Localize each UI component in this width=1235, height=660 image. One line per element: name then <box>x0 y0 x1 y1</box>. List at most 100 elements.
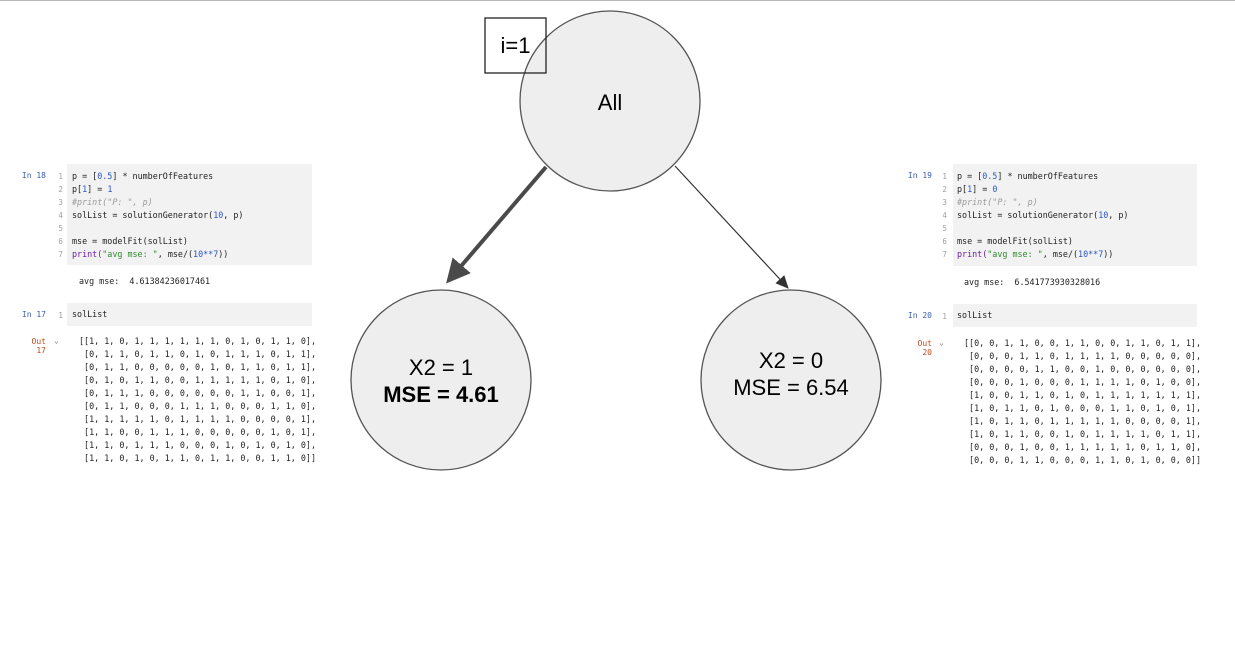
left-child-mse: MSE = 4.61 <box>383 382 499 407</box>
output-array-row: [0, 0, 0, 0, 1, 1, 0, 0, 1, 0, 0, 0, 0, … <box>964 364 1201 374</box>
output-array-row: [1, 1, 0, 1, 1, 1, 0, 0, 0, 1, 0, 1, 0, … <box>79 440 316 450</box>
cell-output-text: avg mse: 6.541773930328016 <box>964 277 1101 287</box>
code-token: print( <box>72 249 103 259</box>
line-number: 5 <box>58 224 63 233</box>
right-child-condition: X2 = 0 <box>759 348 823 373</box>
output-array-row: [1, 0, 1, 1, 0, 0, 1, 0, 1, 1, 1, 1, 0, … <box>964 429 1201 439</box>
output-array-row: [0, 1, 1, 0, 0, 0, 1, 1, 1, 0, 0, 0, 1, … <box>79 401 316 411</box>
line-number: 3 <box>58 198 63 207</box>
code-token: 1 <box>107 184 113 194</box>
line-number: 1 <box>942 172 947 181</box>
output-array-row: [[1, 1, 0, 1, 1, 1, 1, 1, 1, 0, 1, 0, 1,… <box>79 336 316 346</box>
root-node-label: All <box>598 90 622 115</box>
output-array-row: [0, 1, 1, 0, 1, 1, 0, 1, 0, 1, 1, 1, 0, … <box>79 349 316 359</box>
output-array-row: [1, 0, 1, 1, 0, 1, 1, 1, 1, 1, 0, 0, 0, … <box>964 416 1201 426</box>
code-token: 10 <box>213 210 224 220</box>
output-array-row: [0, 1, 1, 0, 0, 0, 0, 0, 1, 0, 1, 1, 0, … <box>79 362 316 372</box>
output-prompt: Out 17 <box>31 337 46 355</box>
cell-prompt: In 18 <box>21 171 46 180</box>
cell-output-text: avg mse: 4.61384236017461 <box>79 276 211 286</box>
output-array-row: [[0, 0, 1, 1, 0, 0, 1, 1, 0, 0, 1, 1, 0,… <box>964 338 1201 348</box>
code-token: )) <box>218 249 229 259</box>
code-token: 0.5 <box>97 171 113 181</box>
code-line: mse = modelFit(solList) <box>72 236 188 246</box>
line-number: 5 <box>942 224 947 233</box>
code-token: , p) <box>1108 210 1129 220</box>
collapse-chevron-icon[interactable]: ⌄ <box>54 336 59 345</box>
code-token: ] = <box>87 184 108 194</box>
output-array-row: [0, 0, 0, 1, 1, 0, 0, 0, 1, 1, 0, 1, 0, … <box>964 455 1201 465</box>
line-number: 7 <box>942 250 947 259</box>
line-number: 2 <box>58 185 63 194</box>
output-array-row: [1, 1, 0, 0, 1, 1, 1, 0, 0, 0, 0, 0, 1, … <box>79 427 316 437</box>
code-line: solList = solutionGenerator(10, p) <box>957 210 1128 220</box>
code-token: , mse/( <box>1042 249 1079 259</box>
left-child-node <box>350 289 532 471</box>
cell-prompt: In 20 <box>907 311 932 320</box>
output-prompt: Out 20 <box>917 339 932 357</box>
collapse-chevron-icon[interactable]: ⌄ <box>939 338 944 347</box>
code-token: ] = <box>972 184 993 194</box>
code-token: 10**7 <box>193 249 219 259</box>
output-array-row: [1, 1, 1, 1, 1, 0, 1, 1, 1, 1, 0, 0, 0, … <box>79 414 316 424</box>
code-token: solList = solutionGenerator( <box>957 210 1099 220</box>
code-token: )) <box>1103 249 1114 259</box>
code-token: ] * numberOfFeatures <box>997 171 1099 181</box>
code-token: 10**7 <box>1078 249 1104 259</box>
line-number: 1 <box>58 172 63 181</box>
right-child-mse: MSE = 6.54 <box>733 375 849 400</box>
right-child-node <box>700 289 882 471</box>
code-token: , mse/( <box>157 249 194 259</box>
cell-prompt: In 17 <box>21 310 46 319</box>
code-line: mse = modelFit(solList) <box>957 236 1073 246</box>
code-line: p = [0.5] * numberOfFeatures <box>957 171 1098 181</box>
code-cell-editor[interactable] <box>67 164 312 265</box>
line-number: 6 <box>942 237 947 246</box>
output-array-row: [0, 1, 1, 1, 0, 0, 0, 0, 0, 0, 1, 1, 0, … <box>79 388 316 398</box>
code-token: p = [ <box>72 171 98 181</box>
code-cell-editor[interactable] <box>953 164 1197 266</box>
code-token: 0 <box>992 184 998 194</box>
code-line: p = [0.5] * numberOfFeatures <box>72 171 213 181</box>
output-array-row: [1, 0, 1, 1, 0, 1, 0, 0, 0, 1, 1, 0, 1, … <box>964 403 1201 413</box>
code-line: solList <box>957 310 993 320</box>
code-token: solList = solutionGenerator( <box>72 210 214 220</box>
line-number: 1 <box>58 311 63 320</box>
code-token: , p) <box>223 210 244 220</box>
line-number: 4 <box>58 211 63 220</box>
edge-root-to-left <box>446 165 548 284</box>
output-array-row: [0, 0, 0, 1, 0, 0, 0, 1, 1, 1, 1, 0, 1, … <box>964 377 1201 387</box>
code-comment: #print("P: ", p) <box>957 197 1038 207</box>
output-array-row: [1, 0, 0, 1, 1, 0, 1, 0, 1, 1, 1, 1, 1, … <box>964 390 1201 400</box>
code-token: 10 <box>1098 210 1109 220</box>
code-token: p[ <box>957 184 968 194</box>
code-token: print( <box>957 249 988 259</box>
edge-root-to-right <box>674 165 789 289</box>
output-array-row: [0, 0, 0, 1, 0, 0, 1, 1, 1, 1, 1, 0, 1, … <box>964 442 1201 452</box>
line-number: 1 <box>942 312 947 321</box>
code-token: "avg mse: " <box>102 249 158 259</box>
code-cell-editor[interactable] <box>67 303 312 326</box>
code-comment: #print("P: ", p) <box>72 197 153 207</box>
iteration-box <box>484 17 547 74</box>
line-number: 6 <box>58 237 63 246</box>
output-array-row: [1, 1, 0, 1, 0, 1, 1, 0, 1, 1, 0, 0, 1, … <box>79 453 316 463</box>
code-line: p[1] = 0 <box>957 184 997 194</box>
code-token: ] * numberOfFeatures <box>112 171 214 181</box>
cell-prompt: In 19 <box>907 171 932 180</box>
left-child-condition: X2 = 1 <box>409 355 473 380</box>
code-token: p = [ <box>957 171 983 181</box>
line-number: 3 <box>942 198 947 207</box>
output-array-row: [0, 0, 0, 1, 1, 0, 1, 1, 1, 1, 0, 0, 0, … <box>964 351 1201 361</box>
code-line: solList <box>72 309 108 319</box>
line-number: 4 <box>942 211 947 220</box>
code-token: 1 <box>967 184 973 194</box>
code-token: 1 <box>82 184 88 194</box>
output-array-row: [0, 1, 0, 1, 1, 0, 0, 1, 1, 1, 1, 1, 0, … <box>79 375 316 385</box>
code-token: "avg mse: " <box>987 249 1043 259</box>
line-number: 7 <box>58 250 63 259</box>
code-cell-editor[interactable] <box>953 304 1197 327</box>
root-node <box>519 10 701 192</box>
iteration-label: i=1 <box>501 33 531 58</box>
